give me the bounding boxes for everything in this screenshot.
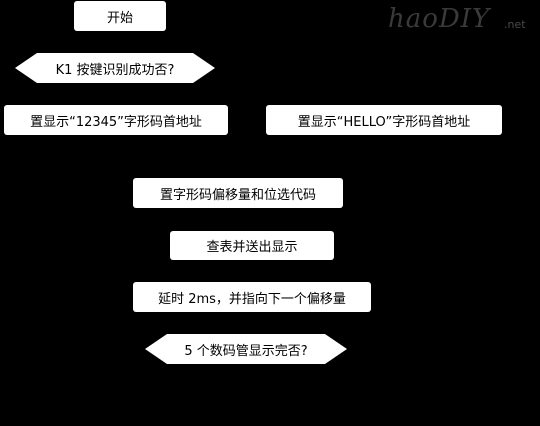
set-12345-label: 置显示“12345”字形码首地址 [30,114,202,130]
done-decision-label: 5 个数码管显示完否? [184,343,308,359]
watermark-suffix: .net [504,18,526,31]
done-decision-node: 5 个数码管显示完否? [145,334,347,364]
delay-label: 延时 2ms，并指向下一个偏移量 [158,291,346,307]
set-offset-label: 置字形码偏移量和位选代码 [159,187,316,203]
set-offset-node: 置字形码偏移量和位选代码 [133,178,343,208]
k1-decision-node: K1 按键识别成功否? [15,53,215,83]
k1-decision-shape [15,53,215,83]
start-node: 开始 [74,1,166,31]
delay-node: 延时 2ms，并指向下一个偏移量 [133,282,371,312]
lookup-send-node: 查表并送出显示 [170,231,334,260]
k1-decision-label: K1 按键识别成功否? [55,62,175,78]
set-12345-node: 置显示“12345”字形码首地址 [4,105,228,135]
set-hello-label: 置显示“HELLO”字形码首地址 [297,114,471,130]
start-label: 开始 [106,10,133,26]
watermark-main: haoDIY [388,4,491,34]
lookup-send-label: 查表并送出显示 [206,240,298,255]
watermark-logo: haoDIY .net [388,4,534,40]
done-decision-shape [145,334,347,364]
set-hello-node: 置显示“HELLO”字形码首地址 [266,105,502,135]
